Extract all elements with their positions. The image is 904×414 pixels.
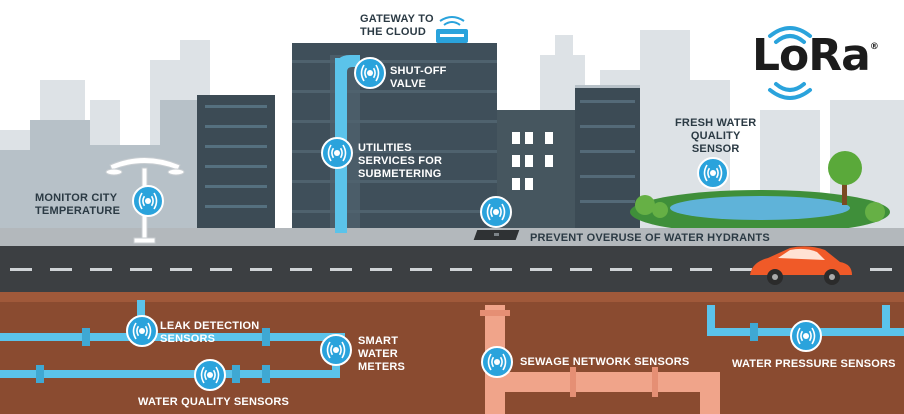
sensor-icon [354, 57, 386, 89]
sensor-icon [480, 196, 512, 228]
sensor-icons [126, 57, 822, 391]
lora-signal-icon [768, 26, 812, 100]
underground-soil [0, 292, 904, 414]
sensor-icon [132, 185, 164, 217]
tower-window-bands [292, 60, 497, 213]
utilities-submetering-label: UTILITIES SERVICES FOR SUBMETERING [358, 142, 443, 180]
central-tower [292, 43, 497, 230]
sewage-label: SEWAGE NETWORK SENSORS [520, 356, 690, 368]
right-tall-building [575, 88, 640, 230]
sidewalk [0, 228, 904, 246]
monitor-temperature-label: MONITOR CITY TEMPERATURE [35, 192, 121, 217]
smart-meters-label: SMART WATER METERS [358, 335, 406, 373]
gateway-label: GATEWAY TO THE CLOUD [360, 13, 434, 38]
sensor-icon [481, 346, 513, 378]
water-pressure-label: WATER PRESSURE SENSORS [732, 358, 896, 370]
fresh-water-label: FRESH WATER QUALITY SENSOR [675, 117, 757, 155]
sensor-icon [126, 315, 158, 347]
sensor-icon [194, 359, 226, 391]
lora-logo: LoRa® [752, 30, 879, 81]
gateway-router-icon [436, 16, 468, 43]
tree-icon [828, 151, 862, 205]
sensor-icon [790, 320, 822, 352]
car-icon [750, 246, 852, 285]
sensor-icon [697, 157, 729, 189]
water-quality-label: WATER QUALITY SENSORS [138, 396, 290, 408]
leak-detection-label: LEAK DETECTION SENSORS [160, 320, 260, 345]
shutoff-valve-label: SHUT-OFF VALVE [390, 65, 447, 90]
manhole-icon [473, 230, 520, 240]
sensor-icon [320, 334, 352, 366]
sensor-icon [321, 137, 353, 169]
hydrants-label: PREVENT OVERUSE OF WATER HYDRANTS [530, 232, 770, 244]
pond [670, 196, 850, 220]
left-dark-building [197, 95, 275, 230]
